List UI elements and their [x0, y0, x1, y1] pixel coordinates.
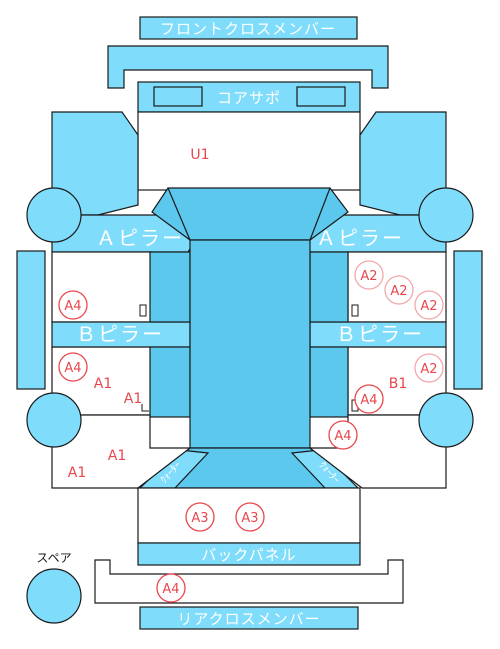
left-a-pillar-label: Ａピラー	[96, 226, 184, 250]
rear-bumper-reinforcement[interactable]	[94, 559, 404, 604]
right-a-pillar-label: Ａピラー	[316, 226, 404, 250]
back-panel-label: バックパネル	[201, 546, 296, 564]
core-support-right-slot	[296, 86, 346, 107]
left-b-pillar-label: Ｂピラー	[76, 322, 164, 346]
windshield[interactable]	[151, 187, 349, 241]
damage-mark-a3-2: A3	[241, 511, 258, 526]
damage-mark-a2-3: A2	[420, 299, 437, 314]
windshield-edges	[167, 187, 331, 241]
damage-mark-a1-left-1: A1	[94, 376, 112, 392]
damage-mark-a3-1: A3	[191, 511, 208, 526]
damage-mark-u1: U1	[190, 147, 209, 163]
left-rear-door-latch	[141, 404, 149, 412]
right-roof-rail-front[interactable]	[309, 251, 349, 323]
front-cross-member-panel[interactable]	[139, 16, 358, 40]
damage-mark-a4-left-2: A4	[64, 361, 81, 376]
rear-cross-member-panel[interactable]	[139, 606, 359, 630]
back-panel[interactable]	[137, 542, 361, 566]
damage-mark-a2-1: A2	[360, 269, 377, 284]
damage-mark-a2-4: A2	[420, 362, 437, 377]
front-bumper-reinforcement[interactable]	[107, 45, 389, 89]
damage-circle-a3-2[interactable]	[235, 502, 265, 532]
damage-circle-a2-1[interactable]	[354, 260, 384, 290]
roof[interactable]	[189, 239, 311, 449]
right-front-door-latch	[351, 304, 359, 317]
hood-area[interactable]	[137, 111, 361, 191]
damage-circle-a4-left-2[interactable]	[58, 352, 88, 382]
left-roof-rail-rear[interactable]	[149, 346, 191, 418]
damage-circle-a3-1[interactable]	[185, 502, 215, 532]
damage-circle-a2-4[interactable]	[414, 353, 444, 383]
damage-circle-a4-right-1[interactable]	[354, 384, 384, 414]
left-side-sill[interactable]	[16, 250, 46, 390]
damage-circle-a4-left-1[interactable]	[58, 290, 88, 320]
left-front-door-latch	[139, 304, 147, 317]
spare-label: スペア	[36, 551, 71, 565]
rear-left-wheel[interactable]	[26, 392, 82, 448]
damage-mark-a4-right-1: A4	[360, 393, 377, 408]
rear-right-wheel[interactable]	[418, 392, 474, 448]
core-support-left-slot	[153, 86, 203, 107]
damage-mark-a4-right-2: A4	[334, 429, 351, 444]
damage-mark-a4-rear: A4	[162, 582, 179, 597]
left-rear-quarter[interactable]	[51, 414, 192, 489]
right-roof-rail-rear[interactable]	[309, 346, 349, 418]
core-support-label: コアサポ	[217, 89, 281, 107]
right-rear-quarter[interactable]	[308, 414, 447, 489]
damage-circle-a2-2[interactable]	[384, 275, 414, 305]
left-roof-rail-front[interactable]	[149, 251, 191, 323]
right-b-pillar-label: Ｂピラー	[336, 322, 424, 346]
damage-mark-a4-left-1: A4	[64, 299, 81, 314]
front-left-wheel[interactable]	[26, 187, 82, 243]
front-right-wheel[interactable]	[418, 187, 474, 243]
damage-circle-a2-3[interactable]	[414, 290, 444, 320]
spare-tire[interactable]	[26, 568, 82, 624]
front-cross-member-label: フロントクロスメンバー	[160, 20, 336, 38]
damage-mark-a2-2: A2	[390, 284, 407, 299]
damage-circle-a4-right-2[interactable]	[328, 420, 358, 450]
damage-mark-a1-left-2: A1	[124, 391, 142, 407]
damage-mark-b1-right: B1	[389, 376, 408, 392]
damage-mark-a1-left-3: A1	[108, 448, 126, 464]
damage-mark-a1-left-4: A1	[68, 465, 86, 481]
damage-circle-a4-rear[interactable]	[156, 573, 186, 603]
right-side-sill[interactable]	[453, 250, 483, 390]
rear-cross-member-label: リアクロスメンバー	[177, 610, 320, 628]
